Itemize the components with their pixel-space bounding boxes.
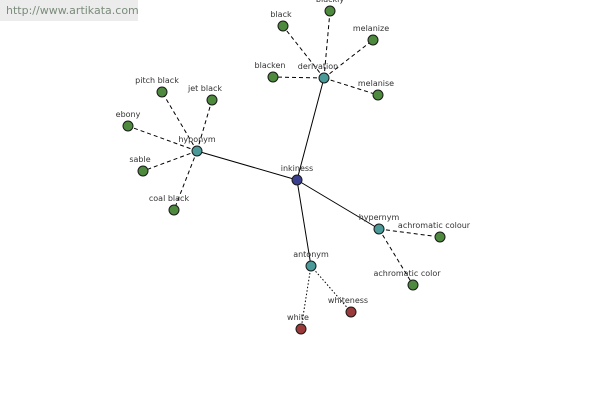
- label-ebony: ebony: [116, 110, 141, 119]
- label-jet-black: jet black: [187, 84, 222, 93]
- edge-inkiness-hypernym: [296, 179, 380, 230]
- label-hypernym: hypernym: [359, 213, 400, 222]
- edge-hyponym-pitch-black: [161, 91, 198, 152]
- edge-inkiness-hyponym: [196, 150, 298, 181]
- label-achromatic-color: achromatic color: [373, 269, 441, 278]
- edge-hyponym-coal-black: [173, 150, 198, 211]
- node-inkiness[interactable]: [291, 174, 303, 186]
- edge-hyponym-sable: [142, 150, 198, 172]
- nodes: [122, 5, 446, 335]
- node-white[interactable]: [295, 323, 307, 335]
- node-pitch-black[interactable]: [156, 86, 168, 98]
- edge-derivation-melanise: [323, 77, 379, 96]
- edge-hyponym-ebony: [127, 125, 198, 152]
- edge-antonym-whiteness: [310, 265, 352, 313]
- node-achromatic-colour[interactable]: [434, 231, 446, 243]
- label-sable: sable: [129, 155, 150, 164]
- edge-inkiness-derivation: [296, 77, 325, 181]
- label-antonym: antonym: [293, 250, 329, 259]
- edge-antonym-white: [300, 265, 312, 330]
- node-hyponym[interactable]: [191, 145, 203, 157]
- edges: [127, 10, 441, 330]
- labels: inkiness derivation hyponym hypernym antonym…: [116, 0, 471, 322]
- edge-inkiness-antonym: [296, 179, 312, 267]
- label-pitch-black: pitch black: [135, 76, 179, 85]
- label-blacken: blacken: [255, 61, 286, 70]
- label-melanise: melanise: [358, 79, 394, 88]
- label-black: black: [270, 10, 292, 19]
- label-whiteness: whiteness: [328, 296, 368, 305]
- node-jet-black[interactable]: [206, 94, 218, 106]
- node-blacken[interactable]: [267, 71, 279, 83]
- edge-hyponym-jet-black: [196, 99, 213, 152]
- label-melanize: melanize: [353, 24, 389, 33]
- label-white: white: [287, 313, 309, 322]
- label-coal-black: coal black: [149, 194, 190, 203]
- node-antonym[interactable]: [305, 260, 317, 272]
- node-achromatic-color[interactable]: [407, 279, 419, 291]
- node-sable[interactable]: [137, 165, 149, 177]
- label-inkiness: inkiness: [281, 164, 313, 173]
- label-derivation: derivation: [298, 62, 338, 71]
- node-melanise[interactable]: [372, 89, 384, 101]
- node-ebony[interactable]: [122, 120, 134, 132]
- node-blackly[interactable]: [324, 5, 336, 17]
- label-hyponym: hyponym: [178, 135, 216, 144]
- edge-derivation-melanize: [323, 39, 374, 79]
- node-whiteness[interactable]: [345, 306, 357, 318]
- label-blackly: blackly: [316, 0, 344, 4]
- edge-derivation-blackly: [323, 10, 331, 79]
- node-black[interactable]: [277, 20, 289, 32]
- edge-hypernym-achromatic-colour: [378, 228, 441, 238]
- site-link[interactable]: http://www.artikata.com: [0, 0, 139, 21]
- label-achromatic-colour: achromatic colour: [398, 221, 471, 230]
- node-derivation[interactable]: [318, 72, 330, 84]
- edge-hypernym-achromatic-color: [378, 228, 414, 286]
- edge-derivation-blacken: [272, 76, 325, 79]
- node-melanize[interactable]: [367, 34, 379, 46]
- node-hypernym[interactable]: [373, 223, 385, 235]
- node-coal-black[interactable]: [168, 204, 180, 216]
